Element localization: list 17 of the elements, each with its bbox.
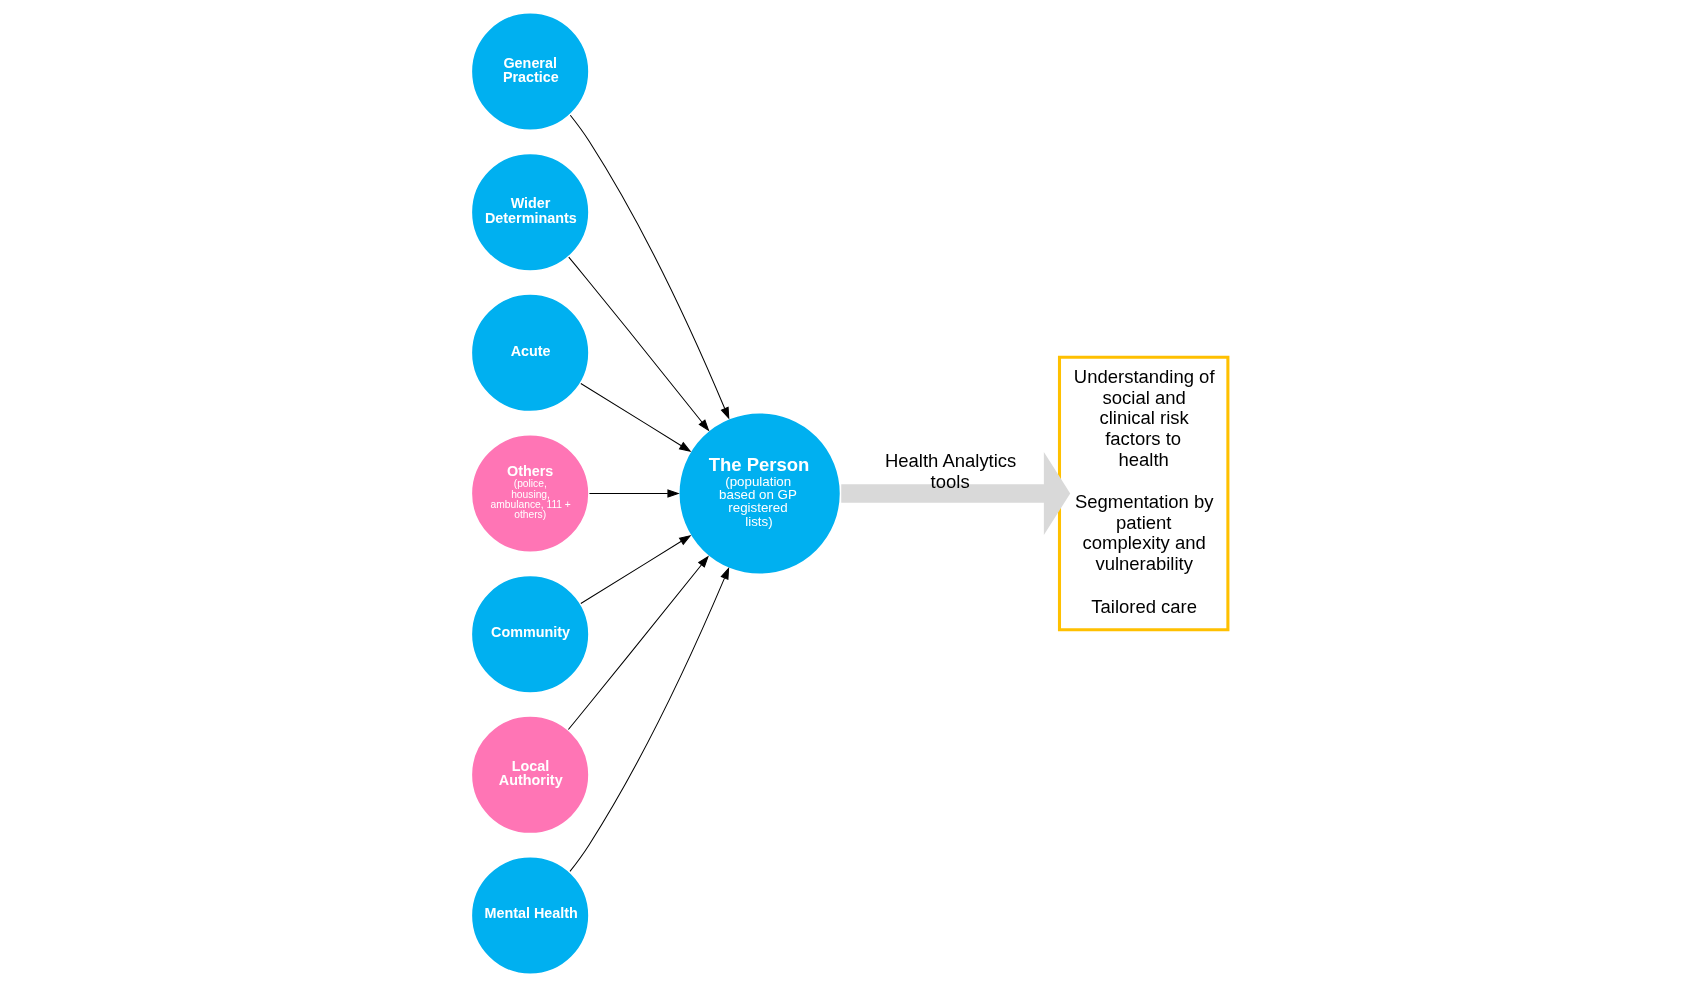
node-circle: Acute <box>470 292 591 413</box>
arrow <box>580 535 692 604</box>
node-circle: Mental Health <box>470 855 591 976</box>
arrow <box>841 452 1071 535</box>
node-circle: Others (police, housing, ambulance, 111 + others) <box>470 433 591 554</box>
arrow <box>567 555 709 731</box>
arrow <box>569 567 730 872</box>
edge-label: Health Analytics tools <box>884 450 1017 492</box>
arrow <box>580 383 692 452</box>
node-box: Understanding of social and clinical risk factors to health Segmentation by patient complexity and vulnerability Tailored care <box>1057 355 1230 632</box>
arrow <box>568 256 710 432</box>
arrow <box>588 489 680 498</box>
arrow <box>569 114 730 420</box>
node-circle: General Practice <box>470 11 591 132</box>
node-circle: Wider Determinants <box>470 152 591 273</box>
node-circle: Community <box>470 574 591 695</box>
node-circle: Local Authority <box>470 714 591 835</box>
